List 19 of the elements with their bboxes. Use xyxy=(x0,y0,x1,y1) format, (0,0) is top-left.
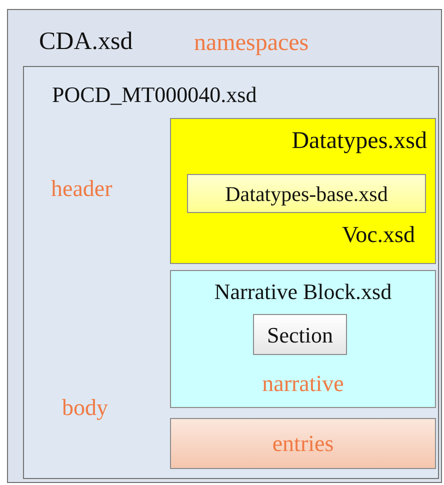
section-label: narrative xyxy=(262,371,344,398)
schema-box xyxy=(170,118,436,264)
file-name: Section xyxy=(267,322,333,348)
file-name: POCD_MT000040.xsd xyxy=(52,82,257,108)
schema-box xyxy=(187,174,426,213)
file-name: Datatypes-base.xsd xyxy=(225,181,388,206)
schema-box xyxy=(170,418,436,469)
section-label: namespaces xyxy=(194,30,309,58)
file-name: Narrative Block.xsd xyxy=(214,279,392,304)
file-name: CDA.xsd xyxy=(39,28,133,57)
file-name: Datatypes.xsd xyxy=(292,128,427,156)
schema-box xyxy=(170,270,436,408)
schema-container xyxy=(7,9,442,483)
file-name: Voc.xsd xyxy=(342,222,415,248)
schema-box xyxy=(253,314,347,355)
section-label: entries xyxy=(272,430,334,457)
schema-container xyxy=(23,66,439,479)
section-label: body xyxy=(62,395,108,422)
section-label: header xyxy=(51,176,112,202)
